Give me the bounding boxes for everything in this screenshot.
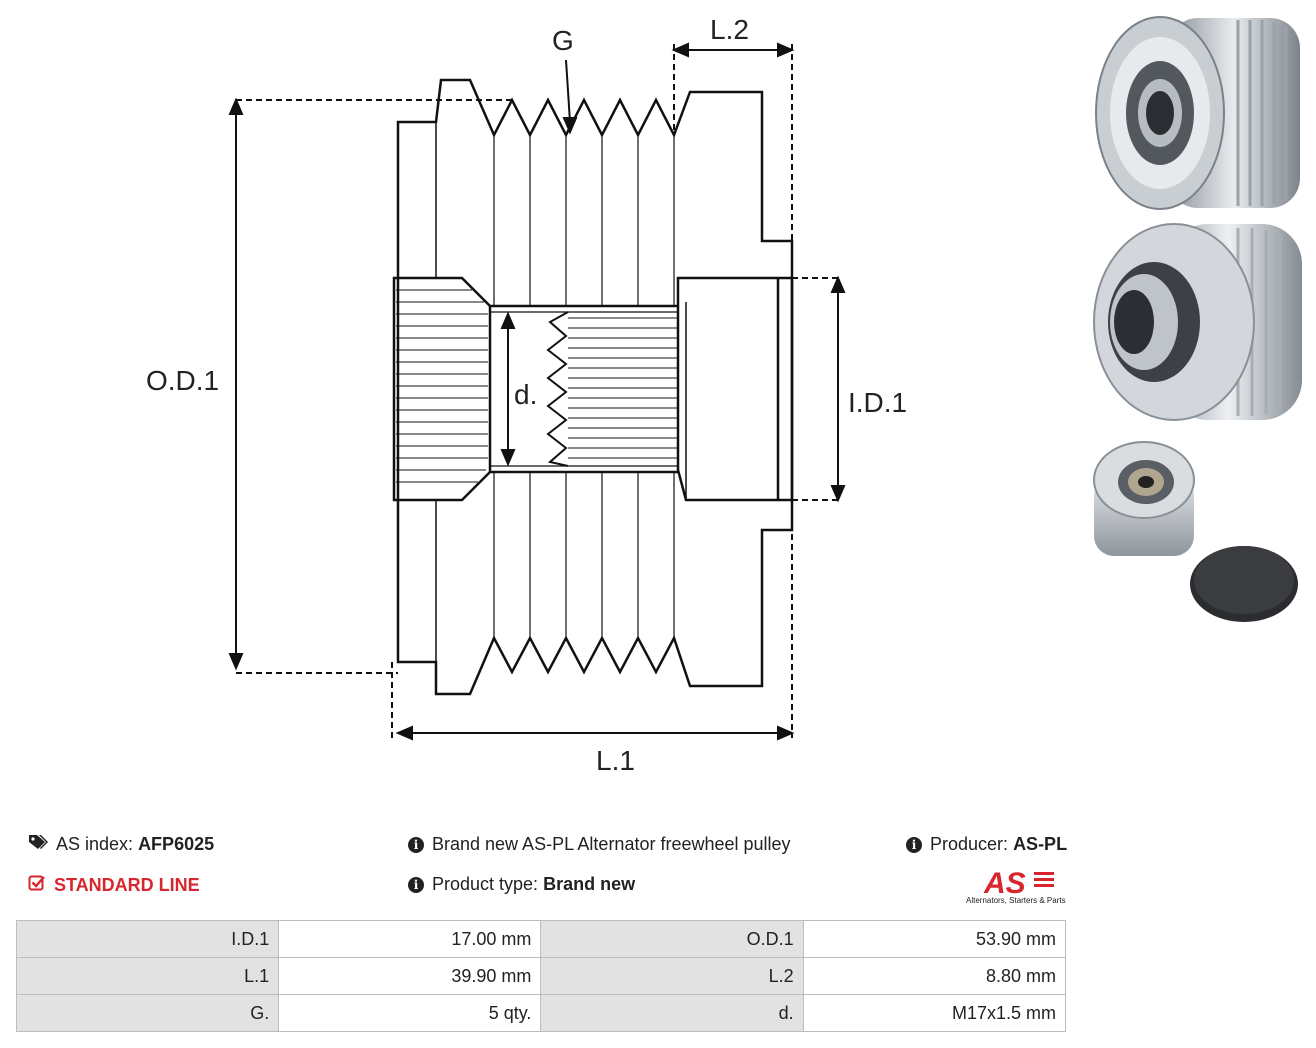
table-row: I.D.1 17.00 mm O.D.1 53.90 mm [15, 920, 1067, 958]
as-index-label: AS index: [56, 834, 134, 854]
line-label: STANDARD LINE [54, 875, 200, 895]
info-icon: i [408, 876, 424, 893]
logo-tagline: Alternators, Starters & Parts [966, 896, 1066, 905]
description-text: Brand new AS-PL Alternator freewheel pul… [432, 834, 791, 854]
producer: i Producer: AS-PL [906, 834, 1067, 855]
table-row: G. 5 qty. d. M17x1.5 mm [15, 994, 1067, 1032]
hub-left [392, 276, 492, 502]
spec-label: L.1 [15, 957, 280, 995]
pulley-with-cap-photo [1093, 441, 1298, 622]
spec-label: L.2 [540, 957, 804, 995]
product-type: i Product type: Brand new [408, 874, 635, 895]
label-id1: I.D.1 [848, 387, 907, 418]
pulley-front-photo [1095, 16, 1300, 210]
spec-label: G. [15, 994, 280, 1032]
spec-value: 17.00 mm [278, 920, 542, 958]
label-d: d. [514, 379, 537, 410]
technical-drawing: G L.2 O.D.1 d. I.D.1 L.1 [146, 14, 907, 776]
product-type-label: Product type: [432, 874, 539, 894]
info-icon: i [408, 836, 424, 853]
spec-label: O.D.1 [540, 920, 804, 958]
spec-value: 5 qty. [278, 994, 542, 1032]
pulley-outline [396, 78, 794, 696]
spec-value: 8.80 mm [802, 957, 1067, 995]
label-l1: L.1 [596, 745, 635, 776]
label-od1: O.D.1 [146, 365, 219, 396]
svg-text:AS: AS [983, 867, 1026, 896]
label-g: G [552, 25, 574, 56]
info-icon: i [906, 836, 922, 853]
spec-table: I.D.1 17.00 mm O.D.1 53.90 mm L.1 39.90 … [15, 920, 1067, 1032]
tags-icon [28, 834, 48, 855]
check-square-icon [28, 874, 46, 897]
spec-value: M17x1.5 mm [802, 994, 1067, 1032]
producer-label: Producer: [930, 834, 1009, 854]
pulley-angle-photo [1093, 223, 1302, 421]
spec-value: 53.90 mm [802, 920, 1067, 958]
producer-value: AS-PL [1013, 834, 1068, 854]
spec-label: d. [540, 994, 804, 1032]
product-type-value: Brand new [543, 874, 636, 894]
product-line: STANDARD LINE [28, 874, 200, 897]
as-index-value: AFP6025 [138, 834, 215, 854]
label-l2: L.2 [710, 14, 749, 45]
description: i Brand new AS-PL Alternator freewheel p… [408, 834, 791, 855]
spec-label: I.D.1 [15, 920, 280, 958]
as-logo: AS Alternators, Starters & Parts [960, 866, 1068, 908]
spec-value: 39.90 mm [278, 957, 542, 995]
as-logo-mark: AS [983, 867, 1054, 900]
table-row: L.1 39.90 mm L.2 8.80 mm [15, 957, 1067, 995]
as-index: AS index: AFP6025 [28, 834, 214, 855]
hub-right [676, 276, 794, 502]
